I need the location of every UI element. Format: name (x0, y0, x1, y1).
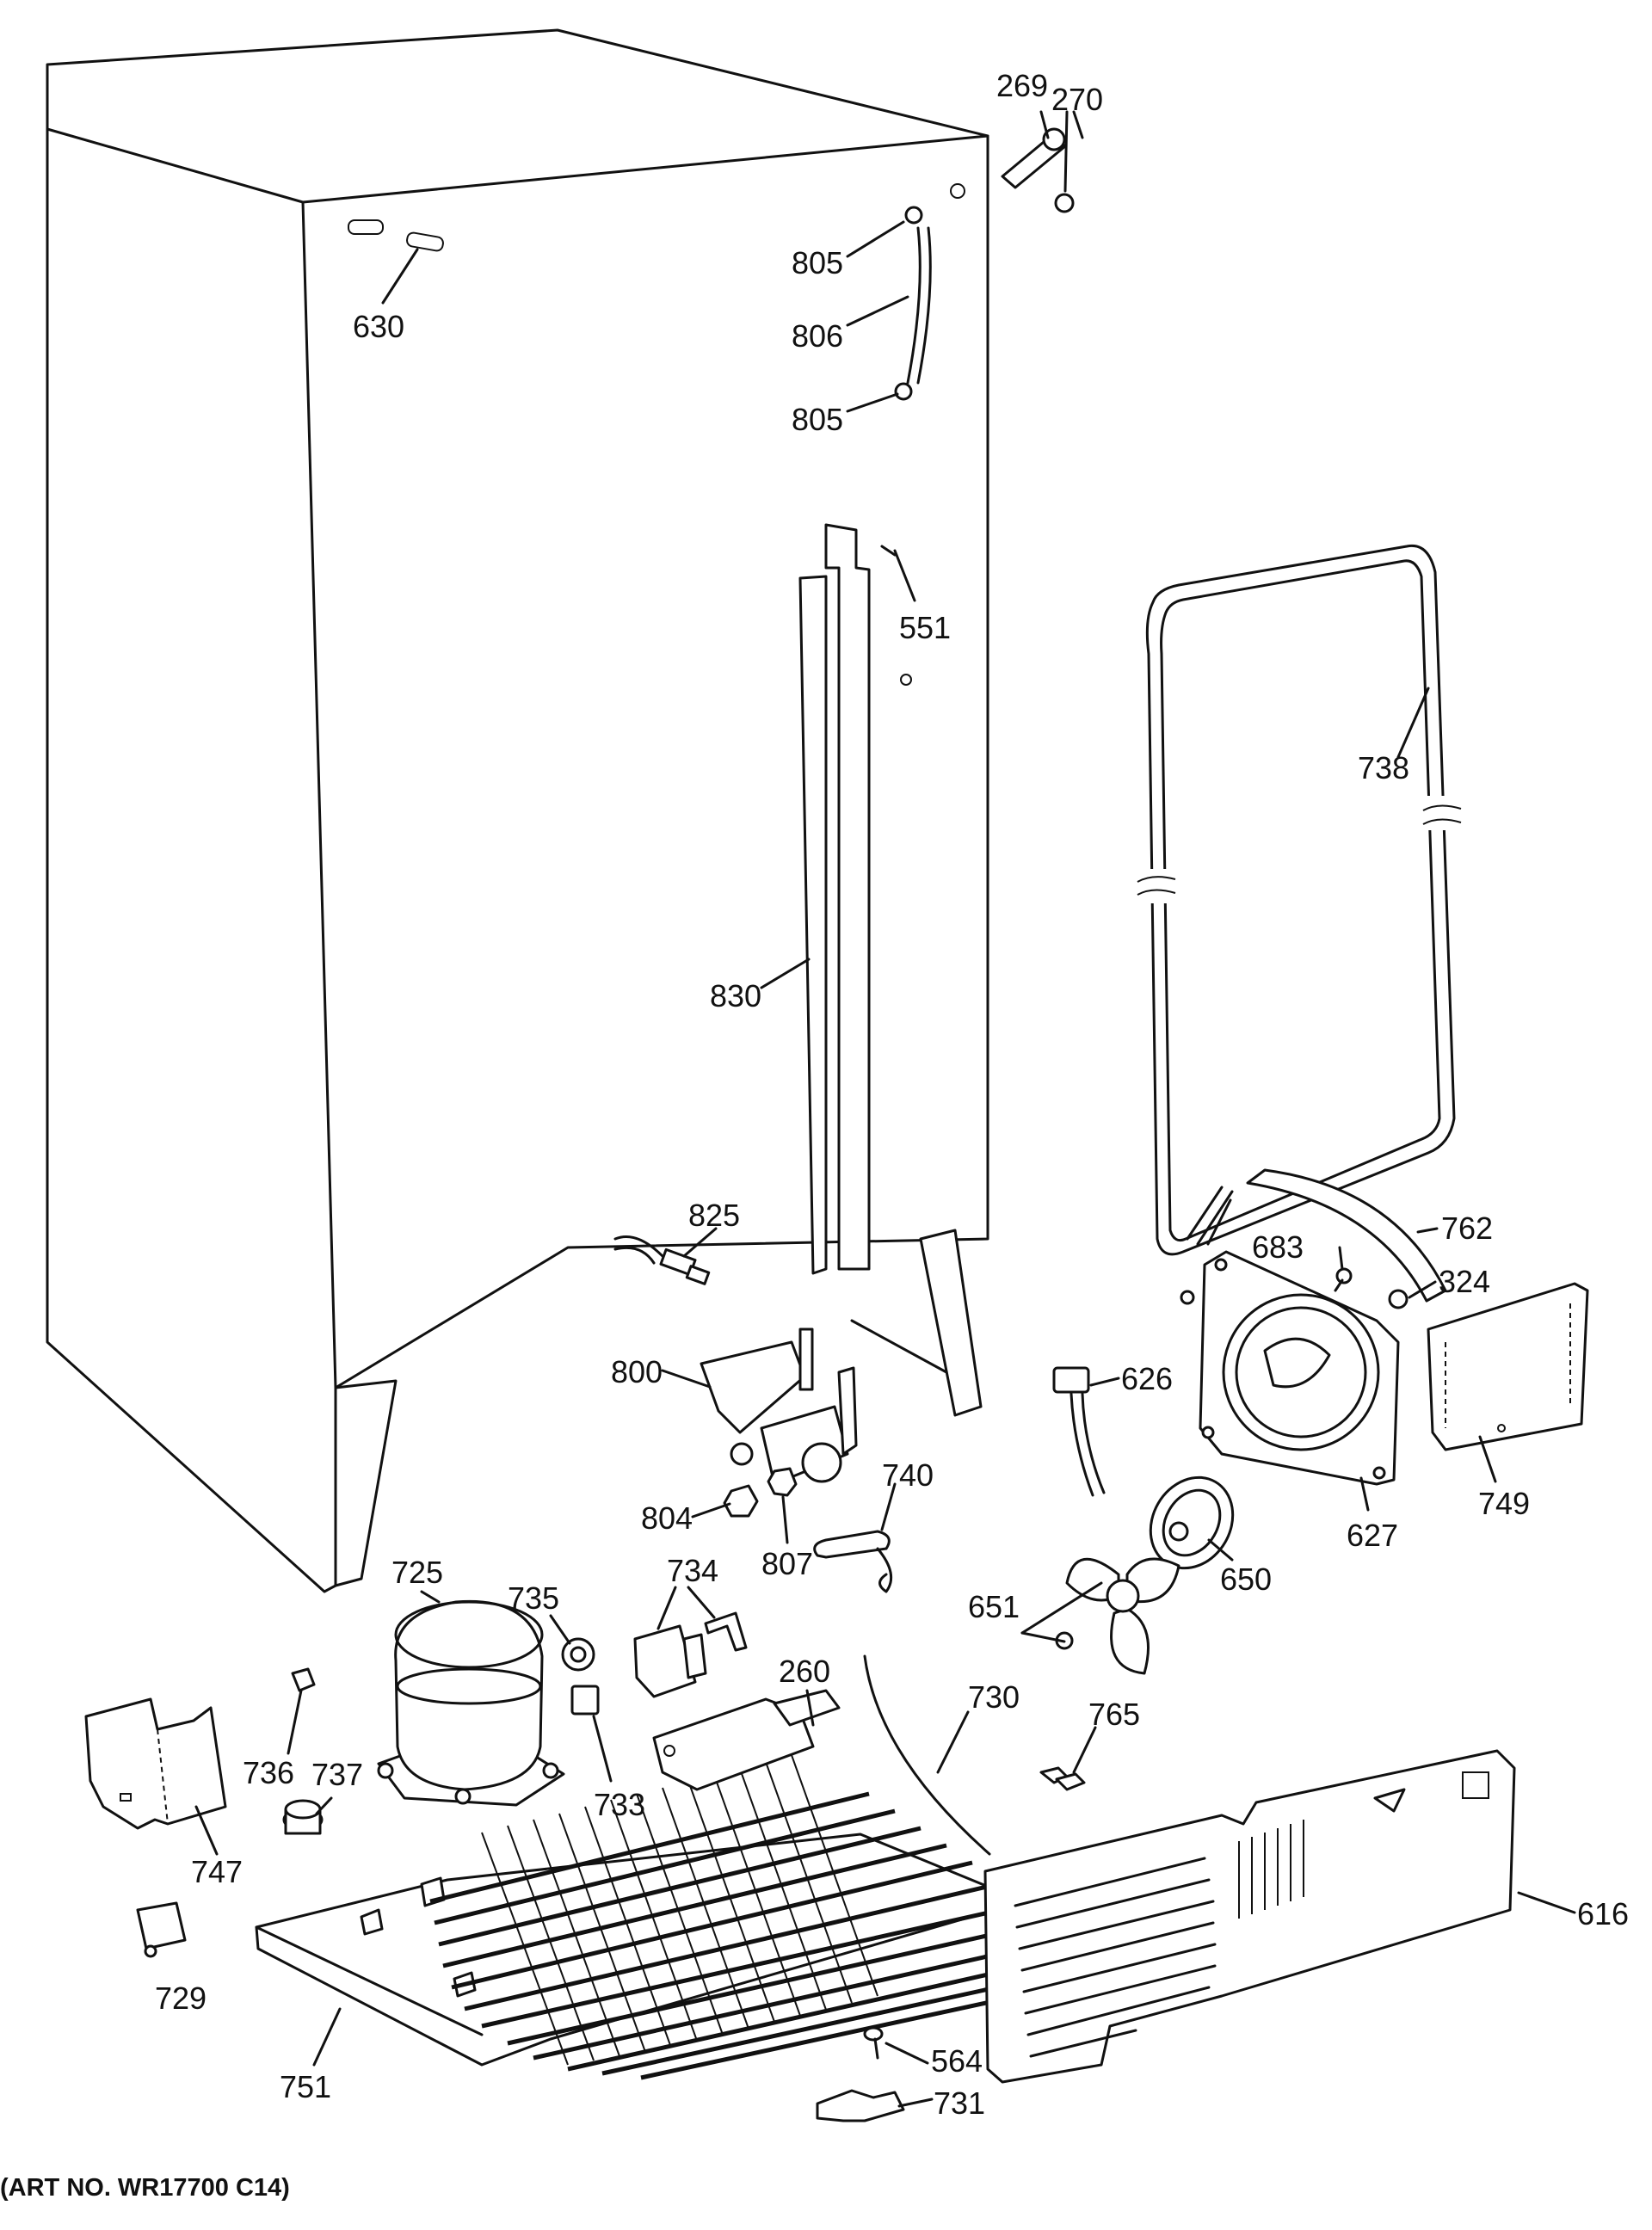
callout-804: 804 (641, 1500, 693, 1536)
screw-324 (1388, 1289, 1409, 1309)
callout-731: 731 (934, 2085, 985, 2121)
callout-805: 805 (792, 245, 843, 280)
nut-804 (723, 1484, 759, 1518)
bracket-260 (652, 1689, 841, 1791)
callout-806: 806 (792, 318, 843, 354)
callout-729: 729 (155, 1981, 206, 2016)
callout-630: 630 (353, 309, 404, 344)
grommet-737 (282, 1799, 324, 1835)
cover-747 (84, 1697, 227, 1830)
base-pan-751 (255, 1833, 1026, 2067)
clip-736 (291, 1667, 316, 1692)
callout-260: 260 (779, 1654, 830, 1689)
callout-751: 751 (280, 2069, 331, 2104)
callout-626: 626 (1121, 1361, 1173, 1396)
callout-551: 551 (899, 610, 951, 645)
callout-269: 269 (996, 68, 1048, 103)
compressor-725 (377, 1599, 565, 1807)
cover-749 (1427, 1282, 1589, 1451)
nut-807 (767, 1467, 798, 1497)
callout-564: 564 (931, 2043, 983, 2079)
callout-734: 734 (667, 1553, 718, 1588)
callout-730: 730 (968, 1679, 1020, 1715)
callout-651: 651 (968, 1589, 1020, 1624)
callout-627: 627 (1347, 1518, 1398, 1553)
spring-740 (813, 1530, 893, 1593)
fan-blade-651 (1055, 1557, 1180, 1675)
capacitor-729 (136, 1901, 187, 1958)
callout-270: 270 (1051, 82, 1103, 117)
valve-800 (700, 1328, 858, 1486)
defrost-626 (1052, 1366, 1106, 1497)
callout-733: 733 (594, 1787, 645, 1822)
callout-825: 825 (688, 1198, 740, 1233)
screw-683 (1334, 1267, 1353, 1292)
grommet-735 (561, 1637, 595, 1672)
bracket-731 (816, 2089, 905, 2122)
callout-749: 749 (1478, 1486, 1530, 1521)
callout-labels: 269 270 630 805 806 805 551 738 830 825 … (155, 68, 1629, 2121)
callout-735: 735 (508, 1580, 559, 1616)
leader-lines (194, 110, 1576, 2108)
relay-734 (633, 1611, 748, 1698)
shroud-627 (1180, 1250, 1400, 1486)
clip-765 (1039, 1766, 1086, 1791)
callout-800: 800 (611, 1354, 663, 1389)
screw-564 (863, 2026, 884, 2060)
callout-762: 762 (1441, 1210, 1493, 1246)
callout-650: 650 (1220, 1562, 1272, 1597)
callout-830: 830 (710, 978, 761, 1013)
clip-269 (1001, 127, 1075, 213)
callout-807: 807 (761, 1546, 813, 1581)
callout-747: 747 (191, 1854, 243, 1889)
grille-616 (983, 1749, 1516, 2084)
callout-683: 683 (1252, 1229, 1304, 1265)
cabinet (46, 28, 989, 1593)
callout-765: 765 (1088, 1697, 1140, 1732)
callout-736: 736 (243, 1755, 294, 1790)
callout-740: 740 (882, 1457, 934, 1493)
overload-733 (570, 1685, 600, 1716)
art-number: (ART NO. WR17700 C14) (0, 2174, 290, 2202)
callout-737: 737 (311, 1757, 363, 1792)
callout-324: 324 (1439, 1264, 1490, 1299)
callout-725: 725 (391, 1555, 443, 1590)
callout-616: 616 (1577, 1896, 1629, 1931)
callout-738: 738 (1358, 750, 1409, 785)
gasket-738 (1137, 544, 1462, 1256)
motor-650 (1149, 1475, 1235, 1570)
callout-805: 805 (792, 402, 843, 437)
